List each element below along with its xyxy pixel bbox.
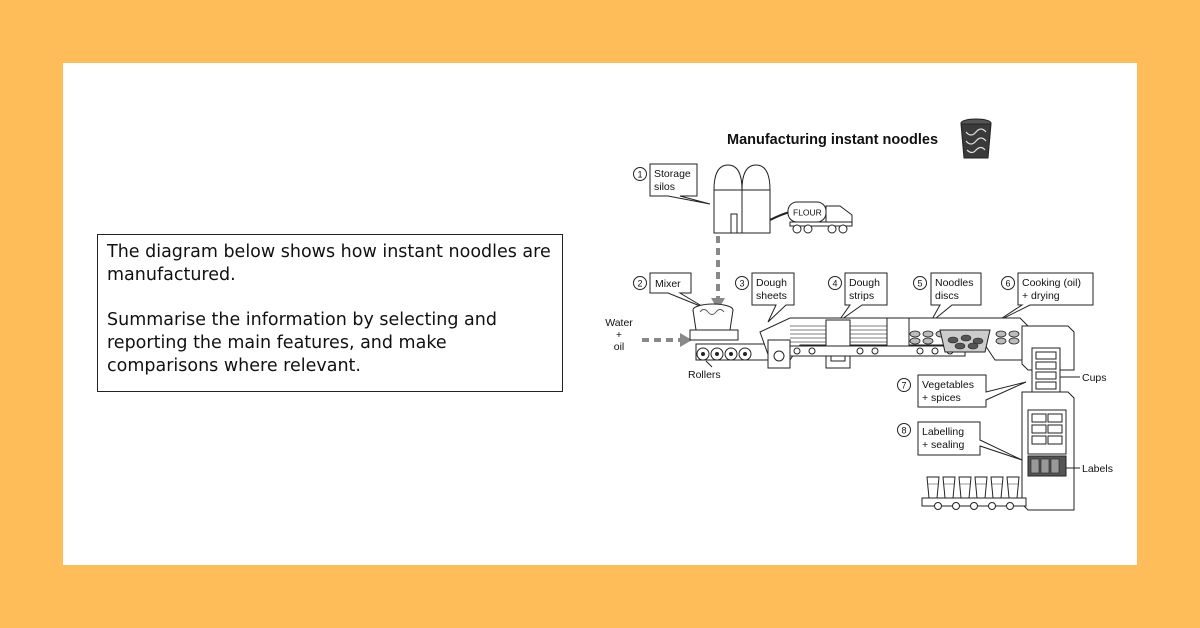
step-6-callout: 6 Cooking (oil) + drying: [995, 272, 1094, 323]
flour-flow-arrow: [711, 236, 725, 310]
step-6-label-a: Cooking (oil): [1022, 277, 1081, 289]
step-4-number: 4: [832, 279, 837, 289]
step-4-label-b: strips: [849, 290, 874, 302]
step-4-callout: 4 Dough strips: [828, 272, 888, 323]
step-8-number: 8: [901, 426, 906, 436]
cups-label: Cups: [1082, 372, 1107, 384]
flour-truck: FLOUR: [787, 201, 853, 234]
labels-label: Labels: [1082, 463, 1113, 475]
production-line: [759, 317, 1061, 369]
noodle-cup-icon: [960, 118, 992, 159]
step-8-label-b: + sealing: [922, 439, 964, 451]
step-1-label-a: Storage: [654, 168, 691, 180]
step-6-number: 6: [1005, 279, 1010, 289]
step-1-label-b: silos: [654, 181, 675, 193]
step-5-label-b: discs: [935, 290, 959, 302]
step-6-label-b: + drying: [1022, 290, 1060, 302]
diagram-title: Manufacturing instant noodles: [727, 132, 938, 148]
cup-filling-tower: Cups: [1021, 325, 1107, 397]
step-8-callout: 8 Labelling + sealing: [897, 421, 1023, 461]
step-3-number: 3: [739, 279, 744, 289]
step-2-callout: 2 Mixer: [633, 272, 706, 309]
step-2-label: Mixer: [655, 278, 681, 290]
step-3-callout: 3 Dough sheets: [735, 272, 795, 323]
truck-label: FLOUR: [793, 208, 822, 218]
step-3-label-b: sheets: [756, 290, 787, 302]
finished-cups-conveyor: [921, 476, 1027, 510]
task-prompt-box: The diagram below shows how instant nood…: [97, 234, 563, 392]
step-1-number: 1: [637, 170, 642, 180]
oil-label: oil: [614, 341, 625, 353]
labelling-tower: Labels: [1021, 391, 1113, 511]
prompt-intro: The diagram below shows how instant nood…: [107, 242, 551, 285]
prompt-instruction: Summarise the information by selecting a…: [107, 310, 497, 376]
step-3-label-a: Dough: [756, 277, 787, 289]
step-7-label-a: Vegetables: [922, 379, 974, 391]
step-5-number: 5: [917, 279, 922, 289]
water-label: Water: [605, 317, 633, 329]
step-1-callout: 1 Storage silos: [633, 163, 711, 205]
step-4-label-a: Dough: [849, 277, 880, 289]
storage-silos: [713, 164, 791, 234]
step-7-number: 7: [901, 381, 906, 391]
step-7-label-b: + spices: [922, 392, 961, 404]
rollers-label: Rollers: [688, 369, 721, 381]
step-8-label-a: Labelling: [922, 426, 964, 438]
step-5-label-a: Noodles: [935, 277, 974, 289]
water-plus: +: [616, 329, 622, 341]
water-oil-input: Water + oil: [605, 317, 692, 353]
mixer-machine: [689, 303, 739, 341]
step-2-number: 2: [637, 279, 642, 289]
step-7-callout: 7 Vegetables + spices: [897, 374, 1027, 408]
step-5-callout: 5 Noodles discs: [913, 272, 982, 324]
